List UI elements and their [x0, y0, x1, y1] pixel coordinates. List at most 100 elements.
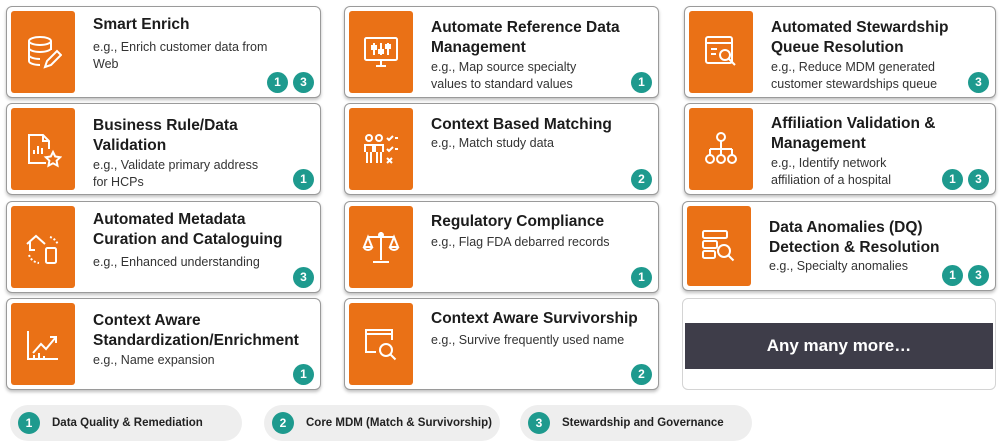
house-device-sync-icon	[26, 234, 59, 264]
title-line: Context Aware Survivorship	[431, 310, 638, 327]
card-stewardship-queue: Automated Stewardship Queue Resolution e…	[684, 6, 996, 98]
desc-line: e.g., Identify network	[771, 156, 887, 170]
card-description: e.g., Match study data	[431, 135, 648, 152]
badge-group: 1 3	[942, 169, 989, 190]
card-title: Business Rule/Data Validation	[93, 116, 312, 156]
title-line: Context Based Matching	[431, 116, 612, 133]
desc-line: e.g., Name expansion	[93, 353, 215, 367]
icon-tile	[11, 108, 75, 190]
card-context-matching: Context Based Matching e.g., Match study…	[344, 103, 659, 195]
icon-tile	[11, 303, 75, 385]
card-title: Automate Reference Data Management	[431, 18, 650, 58]
badge-1: 1	[942, 169, 963, 190]
card-smart-enrich: Smart Enrich e.g., Enrich customer data …	[6, 6, 321, 98]
document-search-icon	[705, 36, 736, 66]
more-card: Any many more…	[682, 298, 996, 390]
badge-group: 1	[293, 169, 314, 190]
document-star-icon	[28, 134, 62, 168]
legend-badge: 1	[18, 412, 40, 434]
badge-1: 1	[631, 267, 652, 288]
badge-group: 3	[968, 72, 989, 93]
icon-tile	[349, 206, 413, 288]
title-line: Affiliation Validation &	[771, 115, 936, 132]
desc-line: e.g., Specialty anomalies	[769, 259, 908, 273]
scales-icon	[362, 232, 400, 263]
card-title: Affiliation Validation & Management	[771, 114, 987, 154]
desc-line: e.g., Enrich customer data from	[93, 40, 268, 54]
icon-tile	[349, 11, 413, 93]
badge-2: 2	[631, 169, 652, 190]
desc-line: Web	[93, 57, 119, 71]
legend-label: Data Quality & Remediation	[52, 417, 203, 429]
desc-line: affiliation of a hospital	[771, 173, 891, 187]
icon-tile	[349, 303, 413, 385]
badge-group: 3	[293, 267, 314, 288]
badge-3: 3	[293, 267, 314, 288]
card-context-aware-std: Context Aware Standardization/Enrichment…	[6, 298, 321, 390]
badge-1: 1	[631, 72, 652, 93]
desc-line: e.g., Map source specialty	[431, 60, 577, 74]
title-line: Automated Metadata	[93, 211, 246, 228]
database-edit-icon	[28, 36, 62, 69]
badge-3: 3	[293, 72, 314, 93]
title-line: Management	[771, 135, 866, 152]
badge-group: 1 3	[267, 72, 314, 93]
server-search-icon	[702, 230, 735, 262]
desc-line: e.g., Flag FDA debarred records	[431, 235, 610, 249]
people-checklist-icon	[364, 134, 398, 164]
badge-group: 1	[631, 72, 652, 93]
legend-item-2: 2 Core MDM (Match & Survivorship)	[264, 405, 500, 441]
legend-label: Stewardship and Governance	[562, 417, 724, 429]
legend-item-3: 3 Stewardship and Governance	[520, 405, 752, 441]
card-title: Data Anomalies (DQ) Detection & Resoluti…	[769, 218, 987, 258]
title-line: Management	[431, 39, 526, 56]
icon-tile	[11, 206, 75, 288]
desc-line: e.g., Reduce MDM generated	[771, 60, 935, 74]
title-line: Detection & Resolution	[769, 239, 940, 256]
icon-tile	[689, 11, 753, 93]
desc-line: values to standard values	[431, 77, 573, 91]
more-banner: Any many more…	[685, 323, 993, 369]
badge-group: 1	[293, 364, 314, 385]
icon-tile	[687, 206, 751, 286]
title-line: Automate Reference Data	[431, 19, 620, 36]
card-description: e.g., Map source specialty values to sta…	[431, 59, 648, 93]
desc-line: e.g., Enhanced understanding	[93, 255, 260, 269]
badge-1: 1	[267, 72, 288, 93]
card-title: Automated Metadata Curation and Catalogu…	[93, 210, 312, 250]
title-line: Curation and Cataloguing	[93, 231, 283, 248]
card-title: Automated Stewardship Queue Resolution	[771, 18, 987, 58]
card-survivorship: Context Aware Survivorship e.g., Survive…	[344, 298, 659, 390]
desc-line: e.g., Survive frequently used name	[431, 333, 625, 347]
title-line: Smart Enrich	[93, 16, 190, 33]
badge-3: 3	[968, 72, 989, 93]
desc-line: e.g., Validate primary address	[93, 158, 259, 172]
card-metadata-curation: Automated Metadata Curation and Catalogu…	[6, 201, 321, 293]
legend-badge: 3	[528, 412, 550, 434]
card-description: e.g., Specialty anomalies	[769, 258, 985, 275]
legend-label: Core MDM (Match & Survivorship)	[306, 417, 492, 429]
legend-badge: 2	[272, 412, 294, 434]
badge-3: 3	[968, 265, 989, 286]
desc-line: e.g., Match study data	[431, 136, 554, 150]
badge-group: 2	[631, 364, 652, 385]
title-line: Business Rule/Data	[93, 117, 238, 134]
icon-tile	[349, 108, 413, 190]
card-business-rule: Business Rule/Data Validation e.g., Vali…	[6, 103, 321, 195]
card-description: e.g., Flag FDA debarred records	[431, 234, 648, 251]
card-reference-data: Automate Reference Data Management e.g.,…	[344, 6, 659, 98]
badge-1: 1	[293, 364, 314, 385]
card-description: e.g., Enhanced understanding	[93, 254, 310, 271]
badge-group: 2	[631, 169, 652, 190]
title-line: Data Anomalies (DQ)	[769, 219, 923, 236]
desc-line: for HCPs	[93, 175, 144, 189]
title-line: Standardization/Enrichment	[93, 332, 299, 349]
card-description: e.g., Name expansion	[93, 352, 310, 369]
card-affiliation: Affiliation Validation & Management e.g.…	[684, 103, 996, 195]
desc-line: customer stewardships queue	[771, 77, 938, 91]
badge-2: 2	[631, 364, 652, 385]
card-regulatory: Regulatory Compliance e.g., Flag FDA deb…	[344, 201, 659, 293]
badge-1: 1	[942, 265, 963, 286]
card-anomalies: Data Anomalies (DQ) Detection & Resoluti…	[682, 201, 996, 291]
badge-3: 3	[968, 169, 989, 190]
